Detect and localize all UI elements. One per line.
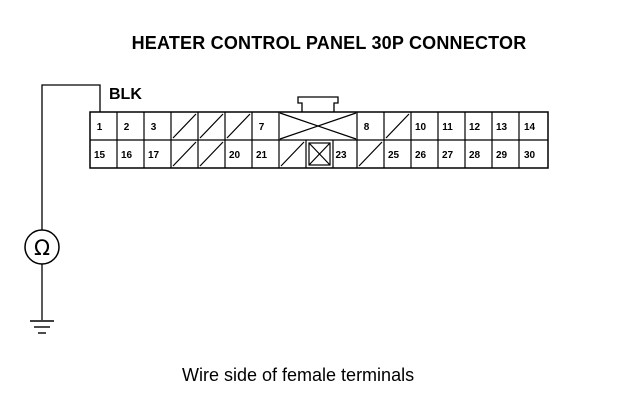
bottom-row-terminal-number: 20 (229, 150, 241, 161)
diagram-title: HEATER CONTROL PANEL 30P CONNECTOR (131, 33, 527, 53)
bottom-row-terminal-number: 28 (469, 150, 481, 161)
bottom-row-terminal-number: 16 (121, 150, 133, 161)
top-row-terminal-number: 12 (469, 122, 481, 133)
ground-icon (30, 320, 54, 334)
connector-lock-tab (297, 96, 339, 112)
top-row-terminal-number: 8 (364, 122, 370, 133)
top-row-terminal-number: 14 (524, 122, 536, 133)
bottom-row-terminal-number: 23 (335, 150, 347, 161)
bottom-row-empty-cavity-slash (358, 141, 383, 167)
top-row-terminal-number: 13 (496, 122, 508, 133)
bottom-row-blocked-cavity-box (308, 142, 331, 166)
wire-color-label: BLK (109, 86, 142, 103)
top-row-empty-cavity-slash (199, 113, 224, 139)
caption: Wire side of female terminals (182, 365, 415, 385)
bottom-row-empty-cavity-slash (199, 141, 224, 167)
bottom-row-terminal-number: 30 (524, 150, 536, 161)
probe-wire (41, 84, 101, 230)
top-row-terminal-number: 10 (415, 122, 427, 133)
bottom-row-empty-cavity-slash (280, 141, 305, 167)
top-row-empty-cavity-slash (385, 113, 410, 139)
top-row-terminal-number: 3 (151, 122, 157, 133)
ohmmeter-icon: Ω (24, 229, 60, 265)
bottom-row-terminal-number: 27 (442, 150, 454, 161)
bottom-row-blocked-cavity-x (308, 142, 331, 166)
bottom-row-terminal-number: 25 (388, 150, 400, 161)
bottom-row-terminal-number: 21 (256, 150, 268, 161)
bottom-row-terminal-number: 26 (415, 150, 427, 161)
top-row-terminal-number: 2 (124, 122, 130, 133)
bottom-row-terminal-number: 15 (94, 150, 106, 161)
top-row-empty-cavity-slash (226, 113, 251, 139)
top-row-terminal-number: 11 (442, 122, 453, 133)
top-row-empty-cavity-slash (172, 113, 197, 139)
top-row-terminal-number: 1 (97, 122, 103, 133)
bottom-row-empty-cavity-slash (172, 141, 197, 167)
top-row-blocked-cavity-x (279, 112, 357, 140)
bottom-row-terminal-number: 17 (148, 150, 160, 161)
top-row-terminal-number: 7 (259, 122, 265, 133)
ohm-symbol: Ω (34, 236, 50, 260)
bottom-row-terminal-number: 29 (496, 150, 508, 161)
